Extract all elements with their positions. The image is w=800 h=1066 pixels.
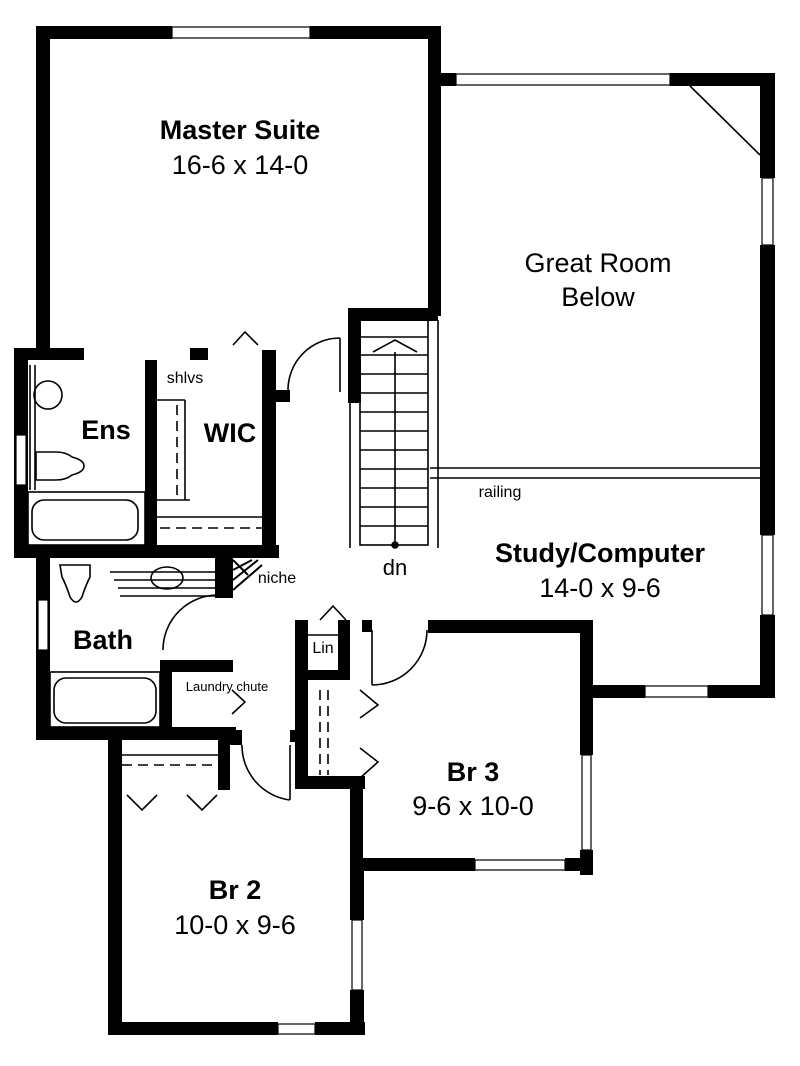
room-name-study: Study/Computer: [494, 538, 706, 568]
windows: [15, 26, 774, 1035]
fixtures: [27, 85, 761, 812]
room-name-wic: WIC: [203, 418, 257, 448]
room-dims-great-room: Below: [561, 282, 635, 312]
room-name-bath: Bath: [73, 625, 133, 655]
room-dims-master-suite: 16-6 x 14-0: [171, 150, 309, 180]
linen-note: Lin: [312, 640, 334, 657]
stairs-down-note: dn: [382, 555, 408, 580]
room-dims-br3: 9-6 x 10-0: [412, 791, 534, 821]
niche-hatch: [232, 559, 263, 591]
railing-note: railing: [478, 484, 522, 501]
walls: [14, 26, 775, 1035]
room-name-br3: Br 3: [446, 757, 500, 787]
room-name-master-suite: Master Suite: [159, 115, 321, 145]
room-name-ensuite: Ens: [81, 415, 131, 445]
room-dims-study: 14-0 x 9-6: [539, 573, 661, 603]
room-name-br2: Br 2: [208, 875, 262, 905]
niche-note: niche: [257, 570, 297, 587]
laundry-chute-note: Laundry chute: [185, 679, 269, 694]
shelves-note: shlvs: [166, 370, 204, 387]
room-dims-br2: 10-0 x 9-6: [174, 910, 296, 940]
room-name-great-room: Great Room: [524, 248, 672, 278]
